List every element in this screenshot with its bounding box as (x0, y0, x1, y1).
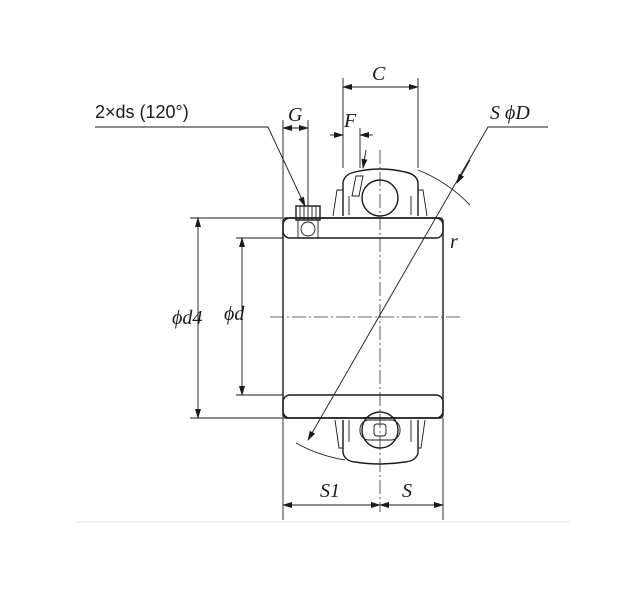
set-screw (295, 205, 321, 239)
label-d4: ϕd4 (172, 307, 202, 329)
label-d: ϕd (224, 303, 245, 325)
set-screw-label: 2×ds (120°) (95, 102, 189, 122)
dimension-lines (95, 84, 548, 508)
label-r: r (450, 231, 458, 253)
label-c: C (372, 63, 386, 85)
label-s1: S1 (320, 480, 340, 502)
label-s: S (402, 480, 412, 502)
extension-lines (190, 78, 444, 520)
label-f: F (343, 110, 357, 132)
label-g: G (288, 104, 303, 126)
inner-ring (282, 217, 444, 419)
label-sphere-diameter: S ϕD (490, 102, 530, 124)
